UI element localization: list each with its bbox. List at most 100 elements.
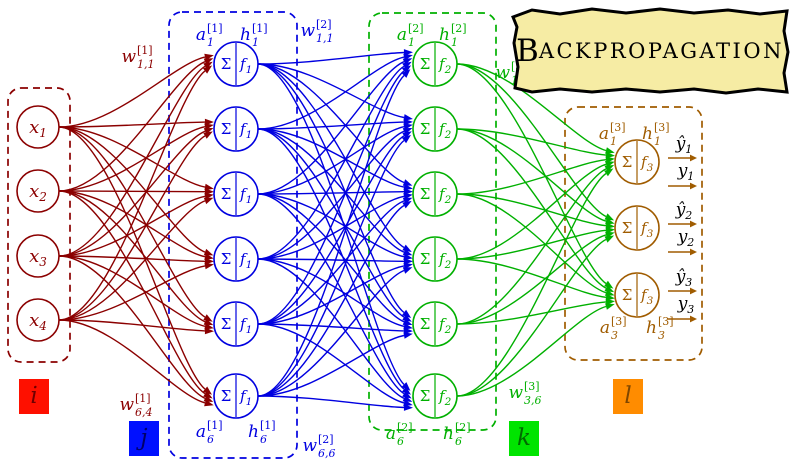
hidden2-node-sum-symbol-5: Σ	[420, 315, 431, 333]
target-arrow-2-head	[690, 248, 697, 256]
edge-hidden1-hidden2-1-5-arrowhead	[401, 309, 412, 318]
edge-input-hidden1-4-4	[58, 265, 206, 321]
prediction-arrow-3-head	[690, 287, 697, 295]
output-node-sum-symbol-2: Σ	[622, 219, 633, 237]
hidden2-layer-box	[368, 12, 497, 431]
edge-input-hidden1-4-6	[58, 319, 206, 404]
hidden1-a-bottom-label: a	[196, 422, 206, 442]
edge-input-hidden1-1-6-arrowhead	[202, 386, 212, 395]
hidden2-node-activation-5: f2	[438, 315, 452, 336]
edge-hidden1-hidden2-5-1-arrowhead	[401, 65, 412, 74]
edge-hidden1-hidden2-5-3	[257, 200, 405, 325]
edge-hidden2-output-6-3	[456, 305, 607, 397]
edge-hidden1-hidden2-6-6	[257, 395, 405, 409]
hidden1-node-sum-symbol-1: Σ	[221, 55, 232, 73]
hidden1-h-bottom-label-sub: 6	[260, 433, 267, 446]
input-node-label-4: x4	[29, 310, 47, 333]
edge-curves	[58, 49, 615, 411]
hidden1-node-activation-4: f1	[239, 250, 252, 271]
edge-hidden2-output-1-2	[456, 63, 607, 218]
hidden2-h-bottom-label-sub: 6	[455, 435, 462, 448]
edge-hidden2-output-5-1	[456, 168, 607, 325]
hidden2-h-top-label-sup: [2]	[451, 22, 467, 35]
weight-label-6-sub: 3,6	[524, 394, 542, 407]
input-node-3	[16, 234, 60, 278]
hidden2-node-activation-6: f2	[438, 387, 452, 408]
edge-hidden1-hidden2-1-3	[257, 63, 405, 184]
hidden2-a-bottom-label: a	[386, 424, 396, 444]
edge-hidden2-output-6-1-arrowhead	[604, 168, 614, 177]
edge-input-hidden1-3-5	[58, 255, 206, 327]
edge-hidden1-hidden2-2-2	[257, 121, 405, 130]
edge-hidden1-hidden2-6-4-arrowhead	[402, 267, 413, 274]
edge-hidden2-output-1-1-arrowhead	[605, 147, 615, 154]
edge-hidden1-hidden2-2-1	[257, 56, 405, 130]
input-node-1	[16, 105, 60, 149]
edge-input-hidden1-4-2-arrowhead	[203, 131, 213, 139]
hidden1-h-top-label-sub: 1	[252, 36, 259, 49]
edge-hidden1-hidden2-4-5	[257, 258, 405, 327]
edge-hidden2-output-1-1	[456, 63, 607, 152]
edge-input-hidden1-4-3-arrowhead	[203, 197, 214, 205]
edge-hidden1-hidden2-1-6-arrowhead	[401, 382, 411, 391]
hidden1-h-top-label-sup: [1]	[252, 22, 268, 35]
target-label-2: y2	[677, 227, 695, 249]
edge-input-hidden1-2-3	[58, 190, 206, 193]
edge-hidden1-hidden2-2-4	[257, 128, 405, 253]
output-node-activation-3: f3	[640, 286, 654, 307]
weight-label-4-sup: [2]	[318, 433, 334, 446]
weight-label-2-sup: [1]	[135, 392, 151, 405]
output-a-top-label-sup: [3]	[610, 121, 626, 134]
output-h-bottom-label-sup: [3]	[658, 315, 674, 328]
edge-hidden1-hidden2-1-2-arrowhead	[403, 114, 413, 121]
hidden2-layer-index-badge: k	[509, 421, 539, 456]
hidden2-a-top-label: a	[397, 25, 407, 45]
edge-hidden1-hidden2-2-6-arrowhead	[401, 386, 411, 395]
output-node-activation-2: f3	[640, 219, 654, 240]
edge-hidden1-hidden2-6-5-arrowhead	[403, 332, 413, 339]
hidden1-node-activation-6: f1	[239, 387, 252, 408]
edge-hidden1-hidden2-4-2	[257, 130, 405, 260]
input-layer-index-letter: i	[30, 383, 38, 409]
hidden1-h-bottom-label: h	[248, 422, 259, 442]
target-label-1: y1	[677, 161, 695, 183]
output-node-sum-symbol-1: Σ	[622, 153, 633, 171]
output-layer-index-badge: l	[613, 379, 643, 414]
title-banner-torn-border	[511, 7, 790, 95]
edge-hidden1-hidden2-6-6-arrowhead	[403, 404, 413, 411]
edge-input-hidden1-4-5	[58, 319, 206, 332]
hidden1-node-activation-1: f1	[239, 55, 252, 76]
prediction-arrow-2-head	[690, 220, 697, 228]
edge-hidden1-hidden2-2-2-arrowhead	[403, 118, 413, 126]
output-a-bottom-label-sub: 3	[611, 329, 618, 342]
edge-hidden1-hidden2-5-6	[257, 323, 405, 404]
edge-input-hidden1-3-1-arrowhead	[203, 61, 213, 70]
output-a-bottom-label: a	[600, 318, 610, 338]
hidden2-h-top-label: h	[439, 25, 450, 45]
edge-hidden1-hidden2-5-1	[257, 70, 405, 325]
output-layer-index-letter: l	[624, 383, 632, 409]
edge-hidden1-hidden2-5-5	[257, 323, 405, 332]
edge-hidden2-output-2-2	[456, 128, 607, 222]
edge-hidden1-hidden2-3-3-arrowhead	[404, 188, 413, 196]
edge-hidden1-hidden2-4-4	[257, 258, 405, 262]
hidden1-a-bottom-label-sup: [1]	[207, 419, 223, 432]
edge-hidden1-hidden2-1-1	[257, 51, 405, 65]
edge-input-hidden1-3-2	[58, 130, 206, 257]
hidden2-h-bottom-label: h	[443, 424, 454, 444]
edge-hidden2-output-2-3	[456, 128, 607, 289]
edge-hidden2-output-5-3	[456, 301, 607, 325]
edge-hidden2-output-4-3-arrowhead	[605, 293, 615, 301]
weight-label-1-sup: [1]	[137, 44, 153, 57]
edge-input-hidden1-2-2	[58, 126, 206, 192]
title-first-letter: B	[516, 32, 539, 69]
weight-label-3-sub: 1,1	[316, 32, 334, 45]
edge-input-hidden1-4-4-arrowhead	[204, 262, 214, 270]
edge-hidden1-hidden2-4-4-arrowhead	[404, 257, 413, 265]
output-h-top-label-sub: 1	[654, 135, 661, 148]
hidden2-h-bottom-label-sup: [2]	[455, 421, 471, 434]
edge-hidden1-hidden2-2-5	[257, 128, 405, 318]
weight-label-1-sub: 1,1	[137, 58, 155, 71]
hidden1-node-activation-3: f1	[239, 185, 252, 206]
hidden2-h-top-label-sub: 1	[451, 36, 458, 49]
